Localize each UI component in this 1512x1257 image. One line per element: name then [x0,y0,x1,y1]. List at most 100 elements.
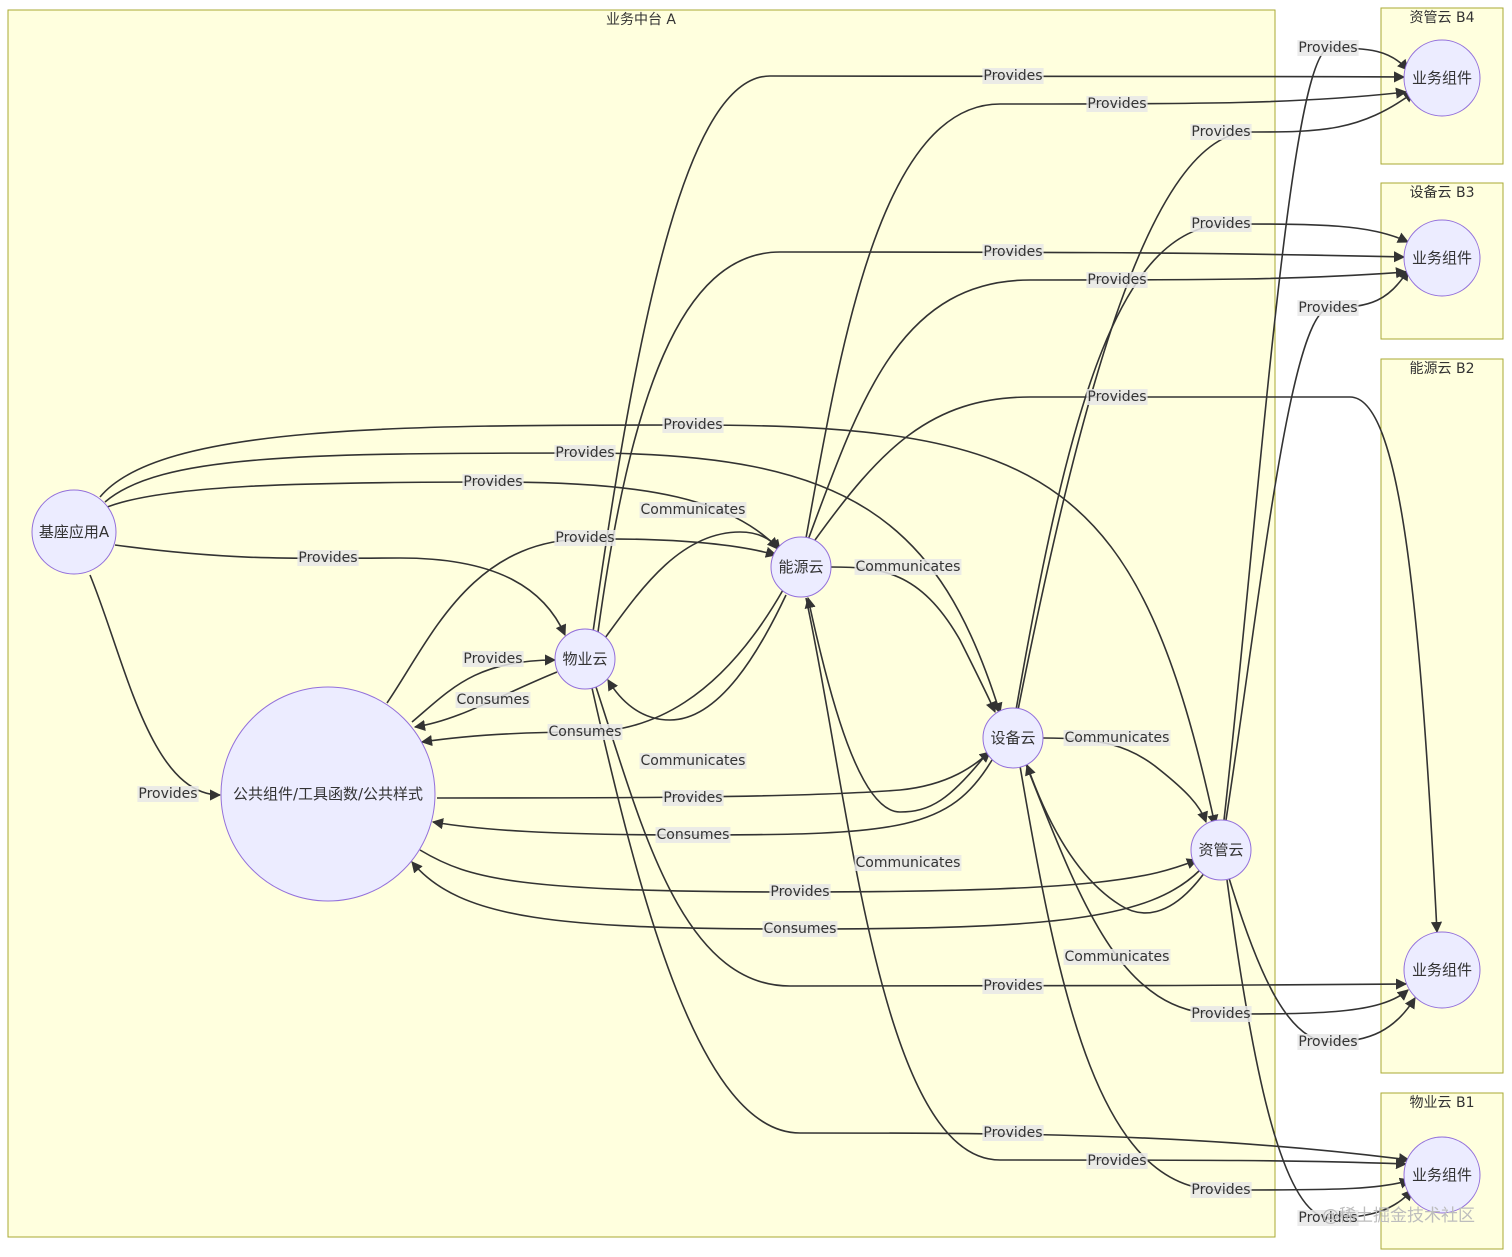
edge-label-text: Provides [138,786,197,802]
edge-label: Provides [554,530,616,546]
edge-label-background [1086,272,1148,288]
edge-label-text: Provides [1087,389,1146,405]
edge-label-background [982,68,1044,84]
edge-label-text: Provides [1191,216,1250,232]
cluster-b1-title: 物业云 B1 [1410,1095,1475,1111]
edge-label-text: Communicates [1065,730,1170,746]
edge-label-text: Provides [983,1125,1042,1141]
edge-label: Provides [769,884,831,900]
edge-label-text: Consumes [657,827,730,843]
edge-label: Provides [1190,1182,1252,1198]
edge-label-text: Communicates [1065,949,1170,965]
edge-shebei-b1 [1019,765,1412,1191]
edge-label-background [462,474,524,490]
edge-labels: Provides Provides Provides Provides Prov… [137,40,1359,1226]
cluster-b4-title: 资管云 B4 [1410,10,1475,26]
edge-label-text: Provides [770,884,829,900]
edge-label-text: Communicates [641,502,746,518]
cluster-b4: 资管云 B4 [1380,7,1504,165]
edge-shebei-b4 [1017,91,1415,711]
edge-label-background [462,651,524,667]
edge-common-shebei [436,751,991,799]
edge-label: Communicates [1063,949,1171,965]
edge-nengyuan-b1 [805,597,1408,1170]
node-component-b4-label: 业务组件 [1412,69,1472,87]
edge-label: Provides [1297,300,1359,316]
edge-label-text: Communicates [856,559,961,575]
edge-label-text: Provides [983,68,1042,84]
edge-label: Consumes [547,724,623,740]
edge-label: Communicates [1063,730,1171,746]
edge-label-text: Provides [1298,1034,1357,1050]
edge-label: Consumes [455,692,531,708]
edge-label-background [854,855,962,871]
edge-label-background [1297,300,1359,316]
edge-label-background [137,786,199,802]
edge-label-text: Provides [983,978,1042,994]
edge-ziguan-b4 [1223,47,1409,821]
edge-label-background [554,530,616,546]
edge-label-background [655,827,731,843]
node-component-b2-label: 业务组件 [1412,961,1472,979]
edge-label: Provides [137,786,199,802]
edge-label-text: Provides [1191,1182,1250,1198]
node-base-app: 基座应用A [31,489,117,575]
edge-label-text: Provides [1298,300,1357,316]
edge-common-wuye [411,654,557,723]
edge-label-text: Provides [1191,1006,1250,1022]
node-common-lib-label: 公共组件/工具函数/公共样式 [233,785,423,803]
edge-label: Provides [982,244,1044,260]
edge-label-background [1297,1210,1359,1226]
node-wuye: 物业云 [554,628,616,690]
edge-label-background [1190,216,1252,232]
edge-base-wuye [114,544,567,637]
edge-label-background [769,884,831,900]
node-ziguan-label: 资管云 [1198,841,1243,859]
edge-label-background [547,724,623,740]
watermark: @稀土掘金技术社区 [1322,1206,1475,1226]
edge-label-background [1086,96,1148,112]
edge-label: Communicates [854,559,962,575]
edge-label-background [1086,1153,1148,1169]
edge-label: Provides [462,651,524,667]
node-base-app-label: 基座应用A [39,523,110,541]
edge-nengyuan-b3 [807,267,1408,541]
cluster-b2-title: 能源云 B2 [1410,361,1475,377]
edge-wuye-nengyuan [604,531,781,639]
cluster-main: 业务中台 A [7,9,1276,1238]
edge-label-background [982,244,1044,260]
edge-label: Provides [662,417,724,433]
node-shebei-label: 设备云 [990,729,1035,747]
edge-shebei-b3 [1015,223,1410,711]
node-ziguan: 资管云 [1190,819,1252,881]
edge-label-text: Provides [1298,40,1357,56]
edge-label-text: Provides [1298,1210,1357,1226]
edge-label: Provides [1086,389,1148,405]
edge-label: Provides [982,1125,1044,1141]
edge-wuye-b1 [591,687,1411,1165]
edge-label: Provides [1190,216,1252,232]
edge-label: Consumes [655,827,731,843]
edge-label: Provides [1086,272,1148,288]
edge-label: Communicates [639,502,747,518]
edge-nengyuan-b2 [814,396,1443,934]
edge-label: Provides [554,445,616,461]
edge-label-text: Provides [663,417,722,433]
edge-label: Provides [662,790,724,806]
edge-label: Provides [1086,1153,1148,1169]
edge-label: Provides [1297,1210,1359,1226]
edge-label-text: Provides [1087,272,1146,288]
edge-label-background [1297,1034,1359,1050]
node-wuye-label: 物业云 [562,650,607,668]
node-component-b3-label: 业务组件 [1412,249,1472,267]
edge-nengyuan-b4 [805,87,1408,539]
edge-label: Provides [1190,1006,1252,1022]
edge-label-background [639,502,747,518]
edge-label-text: Provides [298,550,357,566]
edge-label-background [1063,730,1171,746]
node-component-b1-label: 业务组件 [1412,1166,1472,1184]
edge-wuye-b3 [597,251,1406,633]
edge-label-text: Provides [1087,1153,1146,1169]
edge-label: Provides [297,550,359,566]
edge-label-background [662,417,724,433]
